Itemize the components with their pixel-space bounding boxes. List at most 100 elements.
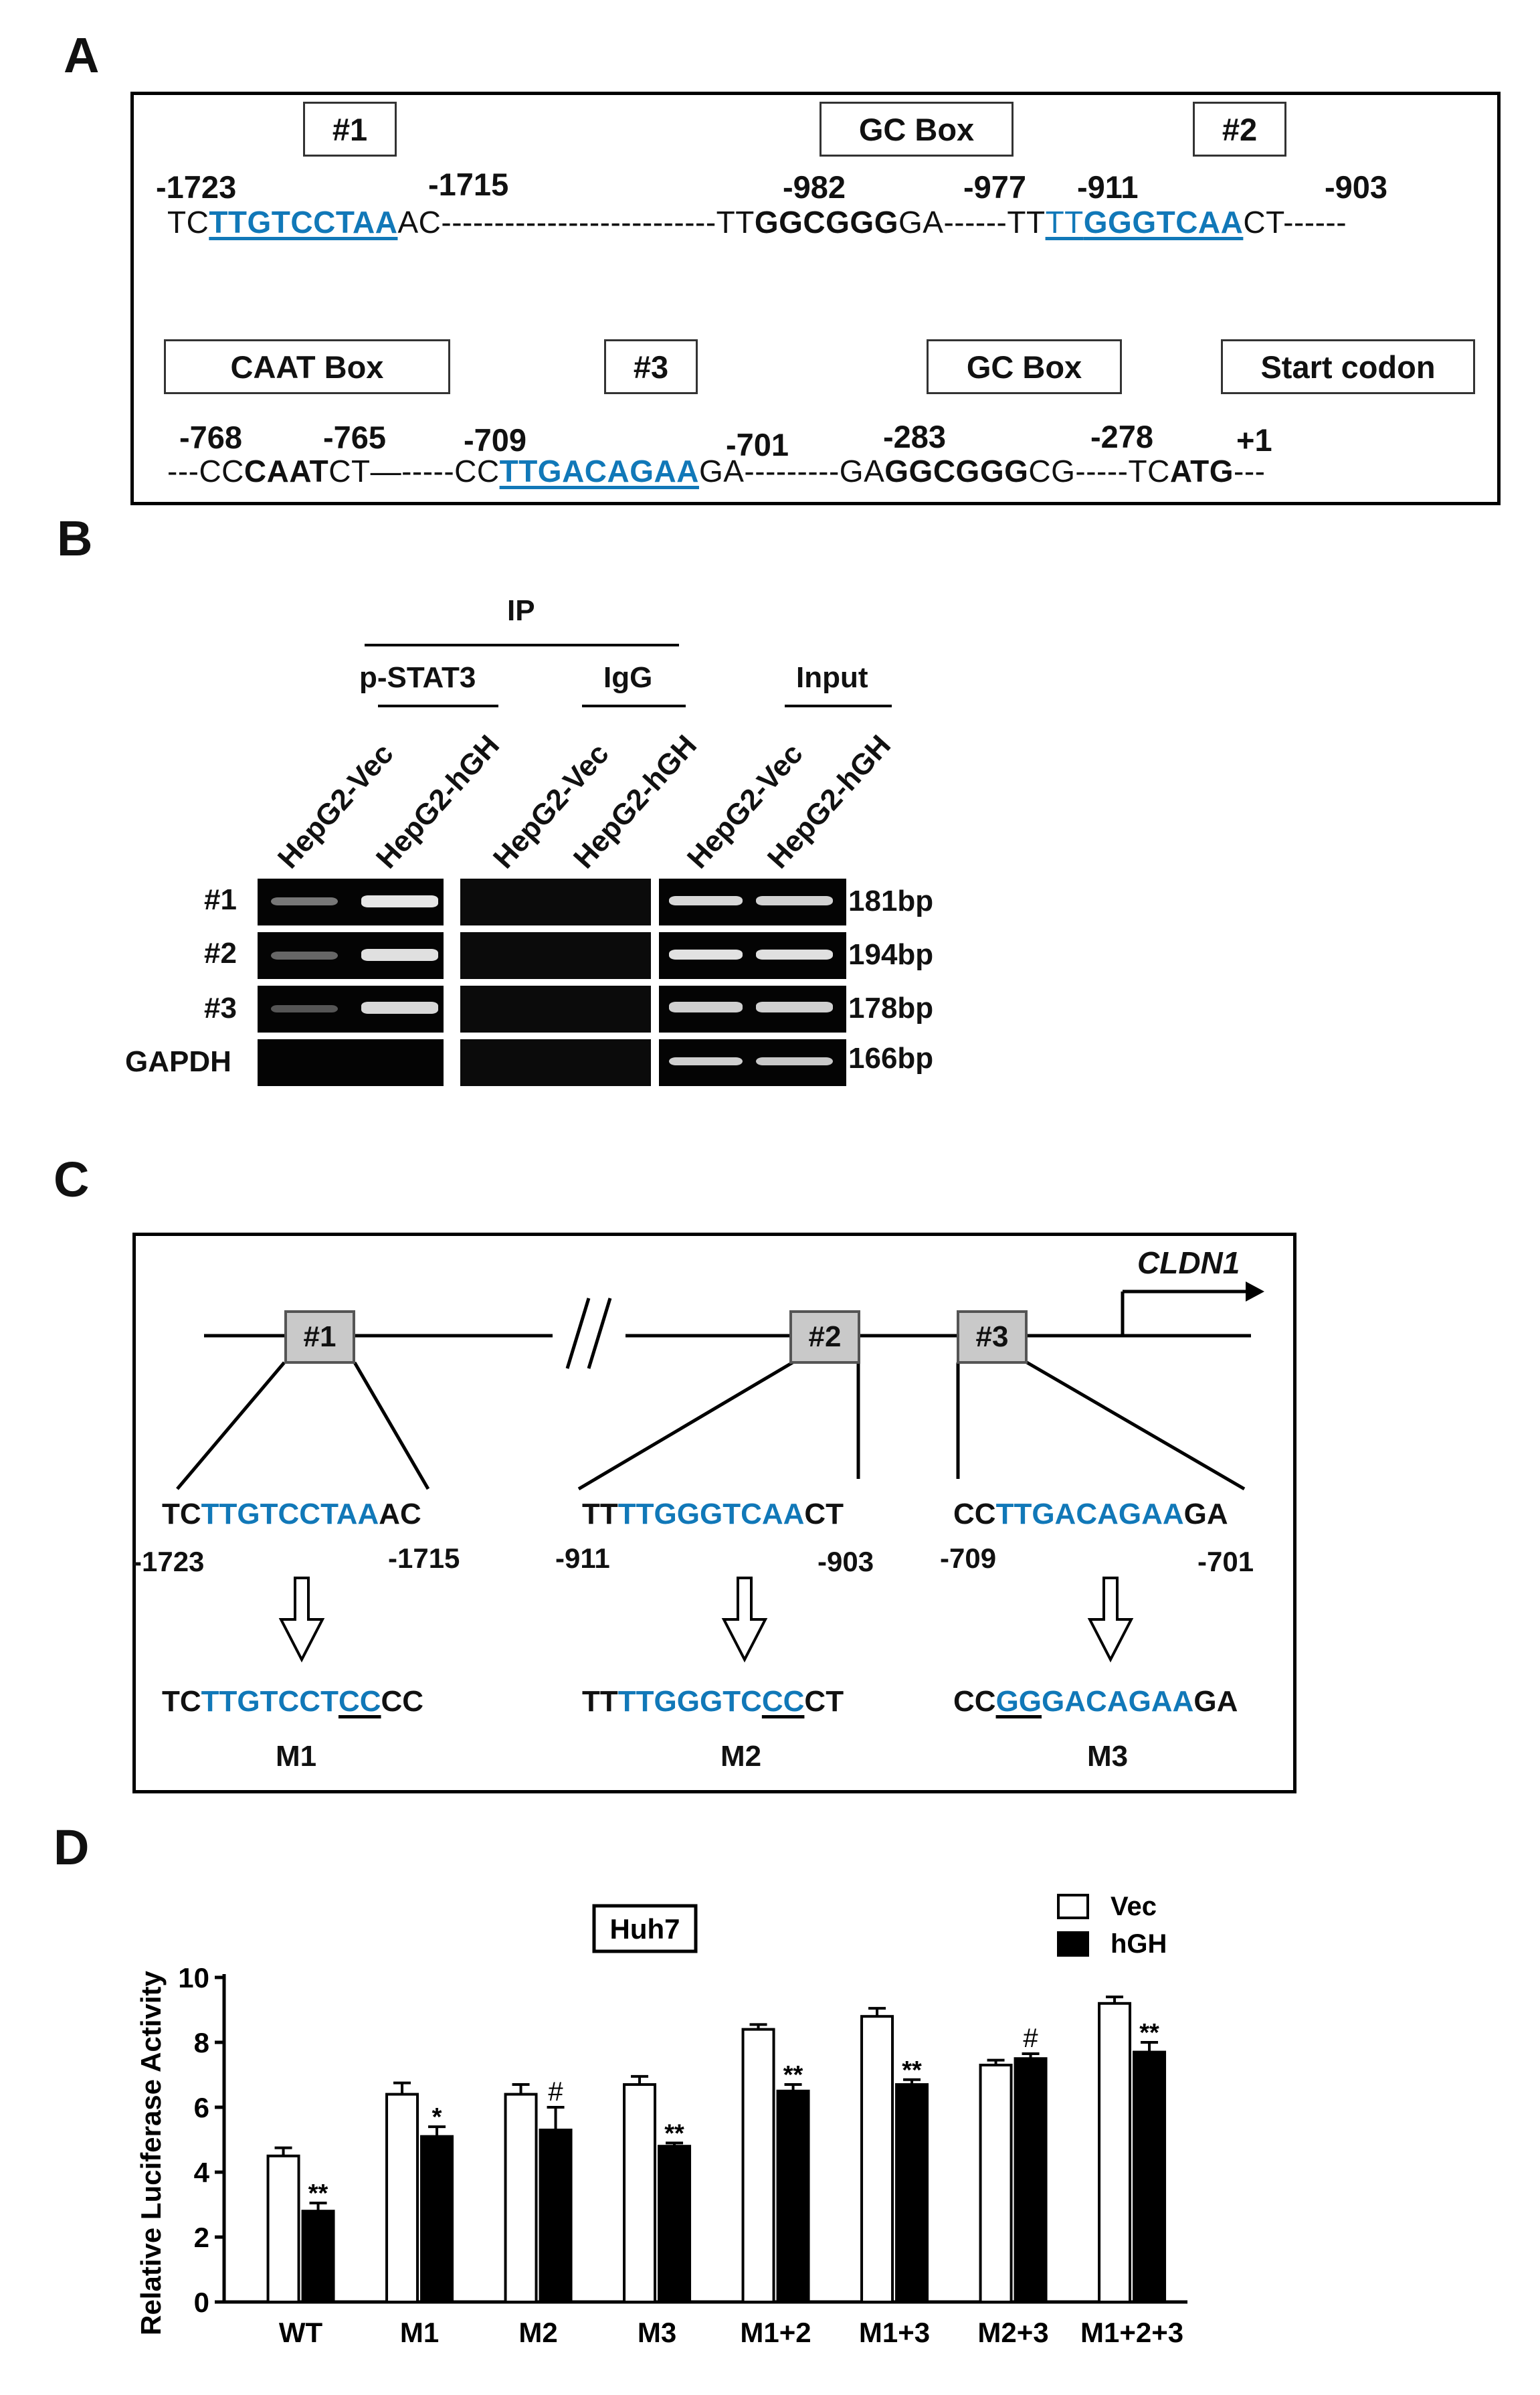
- panel-letter-a: A: [64, 27, 100, 83]
- y-tick-label: 0: [194, 2287, 209, 2318]
- wt-sequence-1: TCTTGTCCTAAAC: [162, 1498, 421, 1530]
- pos-label: -911: [1077, 169, 1139, 205]
- promoter-sequence-row2: ---CCCAATCT—-----CCTTGACAGAAGA---------G…: [167, 454, 1266, 489]
- panel-letter-c: C: [54, 1152, 90, 1207]
- gel-igg-row2: [460, 932, 651, 979]
- bar-hgh: [301, 2210, 335, 2304]
- cldn1-gene-label: CLDN1: [1137, 1245, 1240, 1280]
- y-tick-label: 4: [194, 2157, 210, 2188]
- band-size: 181bp: [848, 885, 934, 917]
- row-label: #1: [204, 883, 237, 916]
- x-tick-label: M1+2: [740, 2317, 811, 2348]
- significance-marker: **: [308, 2180, 328, 2208]
- y-tick-label: 6: [194, 2092, 209, 2123]
- x-tick-label: M1: [400, 2317, 439, 2348]
- wt-sequence-3: CCTTGACAGAAGA: [953, 1498, 1228, 1530]
- mutant-name: M3: [1087, 1740, 1129, 1773]
- row-label: #3: [204, 992, 237, 1025]
- x-tick-label: M1+2+3: [1080, 2317, 1183, 2348]
- group-label: Input: [796, 661, 868, 694]
- chart-title: Huh7: [610, 1913, 680, 1945]
- row-label: #2: [204, 937, 237, 970]
- mutation-schematic-frame: [132, 1233, 1296, 1793]
- band-size: 166bp: [848, 1042, 934, 1075]
- bar-vec: [741, 2028, 775, 2303]
- pos-label: -977: [963, 169, 1027, 205]
- gel-band: [756, 1002, 833, 1012]
- bar-hgh: [1133, 2050, 1167, 2303]
- gel-band: [361, 1002, 438, 1014]
- pos-label: -903: [1325, 169, 1388, 205]
- x-tick-label: M3: [638, 2317, 676, 2348]
- site-position: -1715: [388, 1542, 460, 1574]
- row-label: GAPDH: [125, 1045, 231, 1078]
- bar-vec: [385, 2093, 419, 2303]
- wt-sequence-2: TTTTGGGTCAACT: [582, 1498, 844, 1530]
- group-label: p-STAT3: [359, 661, 476, 694]
- site-1-box: #1: [303, 102, 397, 157]
- band-size: 178bp: [848, 992, 934, 1025]
- group-line: [378, 705, 498, 707]
- y-axis-title: Relative Luciferase Activity: [135, 1971, 167, 2335]
- site-position: -911: [555, 1542, 610, 1574]
- x-tick-label: M2: [518, 2317, 557, 2348]
- bar-vec: [979, 2063, 1013, 2303]
- gel-band: [669, 1057, 743, 1065]
- significance-marker: **: [902, 2056, 922, 2084]
- bar-vec: [504, 2093, 538, 2303]
- site-position: -701: [1197, 1546, 1254, 1577]
- atg-motif: ATG: [1169, 454, 1234, 489]
- x-tick-label: WT: [279, 2317, 323, 2348]
- promoter-sequence-row1: TCTTGTCCTAAAC--------------------------T…: [167, 205, 1347, 240]
- panel-letter-d: D: [54, 1820, 90, 1875]
- pos-label: -1723: [156, 169, 237, 205]
- site-1-schematic-box: #1: [284, 1310, 355, 1364]
- y-tick-label: 2: [194, 2222, 209, 2253]
- gel-band: [361, 949, 438, 961]
- pos-label: -982: [783, 169, 846, 205]
- legend-swatch: [1057, 1894, 1089, 1919]
- gel-band: [756, 896, 833, 905]
- legend-label: Vec: [1111, 1892, 1157, 1921]
- ip-line: [365, 644, 679, 646]
- bar-hgh: [539, 2128, 573, 2303]
- gel-band: [756, 1057, 833, 1065]
- significance-marker: **: [783, 2061, 803, 2089]
- pos-label: +1: [1236, 422, 1272, 458]
- pos-label: -278: [1090, 419, 1154, 454]
- bar-hgh: [658, 2145, 692, 2304]
- site-position: -1723: [132, 1546, 205, 1577]
- bar-vec: [266, 2154, 300, 2303]
- chart-title-box: [592, 1904, 698, 1953]
- mutant-name: M2: [720, 1740, 762, 1773]
- promoter-schematic-lines: [176, 1281, 1264, 1663]
- x-tick-label: M1+3: [859, 2317, 930, 2348]
- group-label: IgG: [603, 661, 653, 694]
- gel-band: [361, 895, 438, 907]
- gel-band: [669, 1002, 743, 1012]
- gel-igg-gapdh: [460, 1039, 651, 1086]
- bar-vec: [860, 2015, 894, 2303]
- pos-label: -701: [726, 427, 789, 462]
- gc-box-label-2: GC Box: [927, 339, 1122, 394]
- significance-marker: **: [664, 2119, 684, 2147]
- legend-swatch: [1057, 1931, 1089, 1957]
- mutant-sequence-1: TCTTGTCCTCCCC: [162, 1685, 424, 1718]
- caat-motif: CAAT: [244, 454, 329, 489]
- promoter-sequence-frame: [130, 92, 1501, 505]
- significance-marker: #: [548, 2077, 563, 2107]
- gel-igg-row3: [460, 986, 651, 1033]
- site-2-motif: GGGTCAA: [1083, 205, 1244, 240]
- significance-marker: #: [1023, 2024, 1038, 2053]
- x-tick-label: M2+3: [977, 2317, 1048, 2348]
- site-2-box: #2: [1193, 102, 1286, 157]
- gel-pstat3-gapdh: [258, 1039, 444, 1086]
- mutant-sequence-3: CCGGGACAGAAGA: [953, 1685, 1238, 1718]
- bar-hgh: [895, 2083, 929, 2303]
- pos-label: -283: [883, 419, 947, 454]
- gel-band: [669, 896, 743, 905]
- pos-label: -765: [323, 420, 387, 455]
- pos-label: -1715: [428, 167, 509, 202]
- site-2-schematic-box: #2: [789, 1310, 860, 1364]
